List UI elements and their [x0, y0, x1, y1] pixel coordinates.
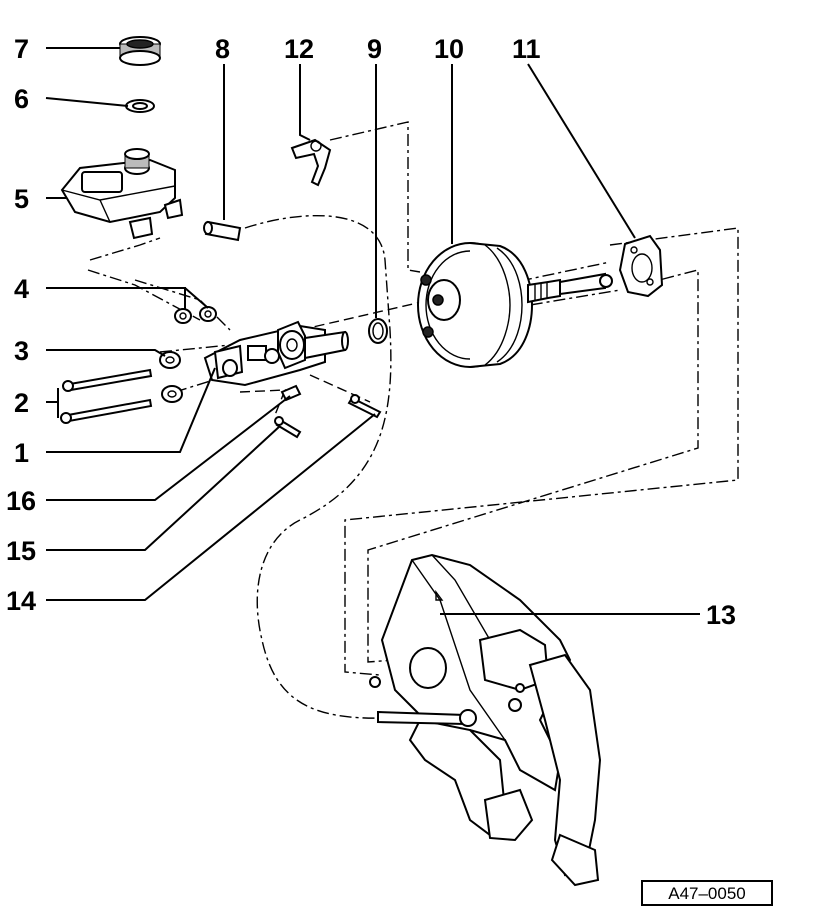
part-number-labels: 7 6 5 4 3 2 1 16 15 14 8 12 9 10 11 13 — [6, 34, 736, 630]
brake-master-cylinder — [203, 320, 349, 387]
label-16: 16 — [6, 486, 36, 516]
label-1: 1 — [14, 438, 29, 468]
mounting-studs — [60, 368, 153, 424]
reservoir-grommets — [174, 306, 217, 324]
pedal-cluster — [369, 553, 602, 887]
small-fasteners — [274, 384, 382, 439]
self-locking-nuts — [159, 351, 183, 403]
label-14: 14 — [6, 586, 36, 616]
label-13: 13 — [706, 600, 736, 630]
label-11: 11 — [512, 34, 541, 64]
label-3: 3 — [14, 336, 29, 366]
label-15: 15 — [6, 536, 36, 566]
reference-box: A47–0050 — [641, 880, 773, 906]
label-10: 10 — [434, 34, 464, 64]
reference-code: A47–0050 — [668, 884, 746, 903]
cap-seal — [125, 99, 155, 113]
supply-hose — [203, 220, 242, 242]
label-12: 12 — [284, 34, 314, 64]
label-8: 8 — [215, 34, 230, 64]
brake-servo — [417, 242, 613, 368]
retaining-clip — [290, 138, 332, 187]
label-9: 9 — [367, 34, 382, 64]
o-ring — [368, 318, 388, 344]
label-4: 4 — [14, 274, 29, 304]
label-5: 5 — [14, 184, 29, 214]
reservoir-cap — [119, 36, 161, 66]
leader-lines — [45, 47, 700, 615]
brake-fluid-reservoir — [60, 148, 184, 240]
servo-gasket — [618, 234, 664, 298]
label-2: 2 — [14, 388, 29, 418]
label-7: 7 — [14, 34, 29, 64]
label-6: 6 — [14, 84, 29, 114]
